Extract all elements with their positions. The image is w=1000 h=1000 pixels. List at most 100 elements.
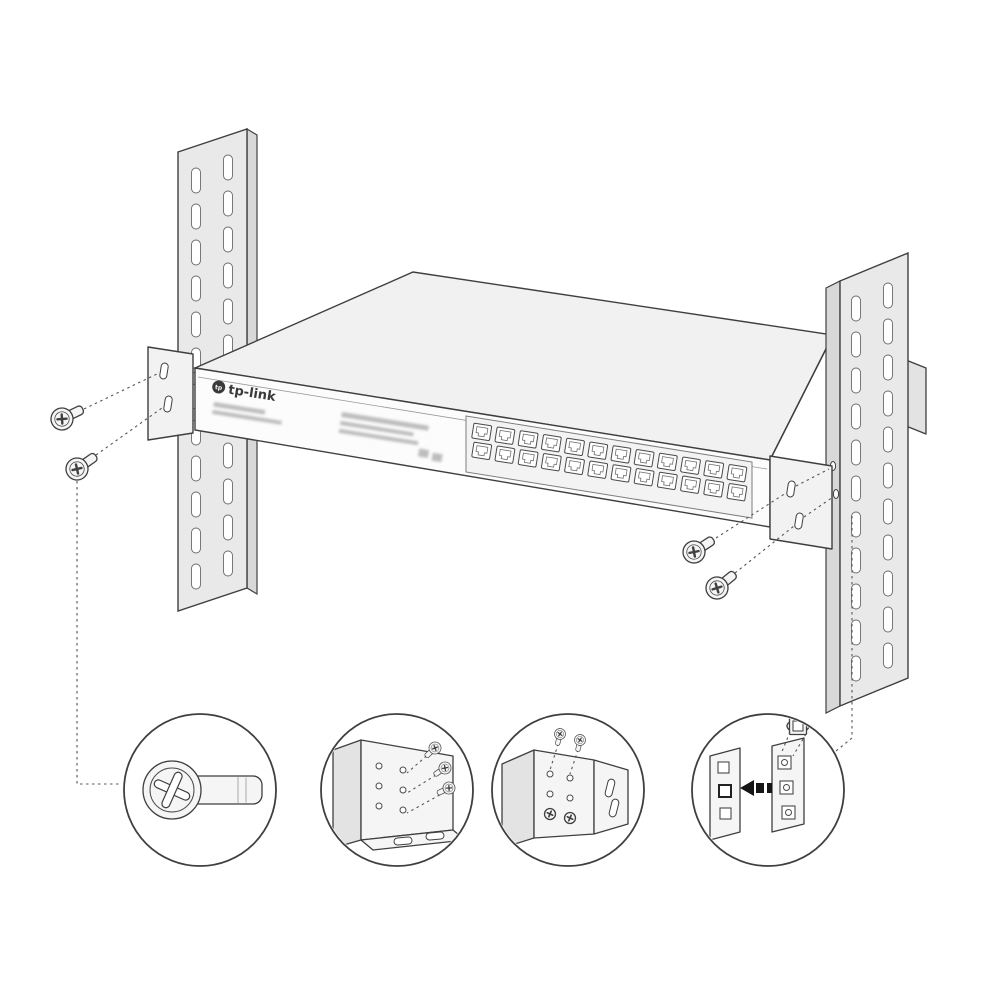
rail-slot [191, 563, 201, 590]
logo-monogram: tp [214, 384, 223, 392]
rj45-port [726, 463, 748, 483]
bracket-screw-hole [794, 512, 804, 530]
rail-slot [883, 282, 893, 309]
rail-slot [191, 167, 201, 194]
brand-logo: tp tp-link [212, 380, 277, 405]
rail-front-face [839, 251, 909, 708]
rj45-port [494, 426, 516, 446]
rail-slot [851, 619, 861, 646]
callout-bracket-screwing-detail [320, 713, 474, 867]
callout-bracket-attached-detail [491, 713, 645, 867]
rj45-port [610, 464, 632, 483]
rail-slot [223, 514, 233, 541]
rj45-port [517, 430, 539, 449]
leader-lines [76, 372, 853, 785]
callout-circle [691, 713, 845, 867]
ports-recess-panel [465, 415, 753, 519]
rail-slot [191, 311, 201, 338]
bracket-screw-hole [159, 362, 169, 380]
rj45-port [703, 460, 725, 479]
rail-slot [883, 390, 893, 417]
rail-screw-hole [832, 489, 840, 499]
rj45-port [633, 448, 655, 468]
rj45-port [540, 452, 562, 472]
callout-circle [491, 713, 645, 867]
switch: tp tp-link [192, 271, 835, 528]
rail-slot [883, 426, 893, 453]
rail-rear-tab [905, 359, 927, 435]
installed-screw-head [563, 811, 577, 825]
leader-line [76, 481, 122, 785]
insert-direction-arrow [740, 780, 772, 796]
rail-slot [851, 475, 861, 502]
callout-cage-nut-detail [691, 713, 845, 867]
rj45-port [679, 456, 702, 476]
rail-slot [223, 262, 233, 289]
rail-slot [883, 570, 893, 597]
rail-slot [851, 583, 861, 610]
rj45-port [656, 452, 678, 472]
screw-top-right [677, 529, 721, 569]
screw-top-left [46, 397, 89, 435]
rj45-port [656, 471, 678, 491]
rj45-port [517, 449, 539, 468]
rj45-port [563, 456, 586, 476]
phillips-cross-icon [153, 771, 191, 809]
screw-large [142, 760, 263, 820]
rj45-port [679, 475, 702, 495]
screw-bottom-right [700, 563, 743, 605]
rail-slot [851, 367, 861, 394]
left-rack-rail [177, 127, 258, 612]
rail-slot [191, 203, 201, 230]
compliance-text-blurred [338, 412, 443, 463]
installed-cage-nut [779, 780, 794, 795]
rj45-port [587, 441, 609, 461]
rail-slot [223, 226, 233, 253]
target-square-hole [718, 784, 732, 798]
leader-line [835, 516, 853, 752]
rj45-port [563, 437, 586, 457]
leader-line [734, 525, 795, 574]
leader-line [83, 372, 160, 410]
rail-slot [851, 511, 861, 538]
rail-slot [223, 442, 233, 469]
screw-bottom-left [60, 445, 104, 486]
rail-slot [851, 295, 861, 322]
rail-slot [883, 318, 893, 345]
rail-slot [223, 478, 233, 505]
callout-screw-detail [123, 713, 277, 867]
installed-screw-head [543, 807, 557, 821]
rail-slot [851, 331, 861, 358]
rail-slot [851, 439, 861, 466]
rj45-port [471, 422, 493, 442]
rail-slot [883, 498, 893, 525]
rail-slot [223, 550, 233, 577]
rail-slot [191, 239, 201, 266]
rj45-port [540, 433, 562, 453]
rail-slot [883, 462, 893, 489]
model-text-blurred [212, 402, 282, 425]
bracket-flange [593, 759, 629, 835]
rail-slot [883, 534, 893, 561]
rail-slot [883, 606, 893, 633]
leader-line [715, 492, 787, 539]
brand-label: tp-link [227, 383, 277, 405]
rail-slot [883, 642, 893, 669]
right-mounting-bracket [769, 455, 833, 550]
rj45-port [703, 479, 725, 498]
bracket-screw-hole [786, 480, 796, 498]
rail-slot [191, 275, 201, 302]
rj45-port [610, 445, 632, 464]
rail-slot [851, 403, 861, 430]
rail-slot [191, 491, 201, 518]
tp-link-logo-icon [212, 380, 226, 394]
rail-slot [883, 354, 893, 381]
leader-line [95, 407, 163, 456]
rj45-port [726, 482, 748, 502]
right-rack-rail [825, 251, 909, 714]
callout-circle [123, 713, 277, 867]
rj45-port [633, 467, 655, 487]
switch-side-face [332, 739, 362, 849]
rail-slot [223, 154, 233, 181]
